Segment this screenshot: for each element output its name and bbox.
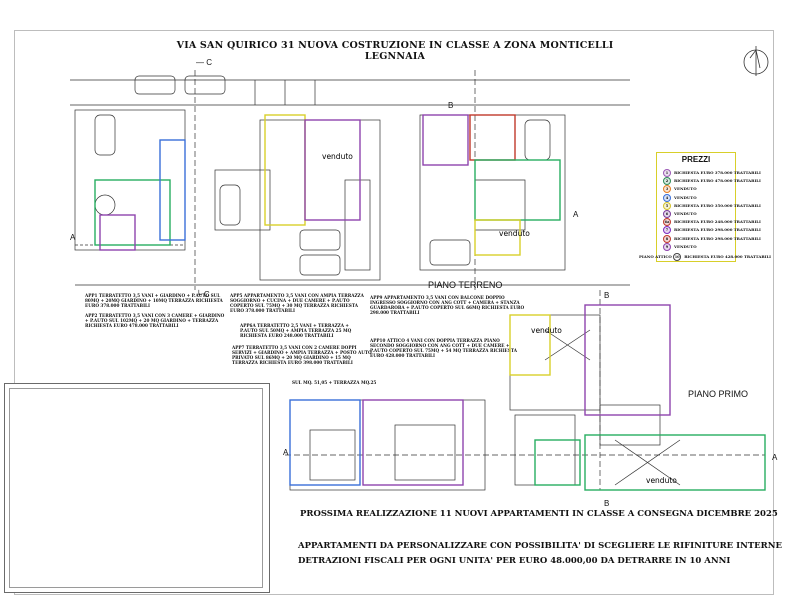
section-mark-c-bottom: └ C — [196, 290, 210, 299]
section-mark-a-right: A — [573, 210, 579, 219]
section-mark-b-first-top: B — [604, 291, 610, 300]
price-row-number: 5 — [663, 201, 671, 210]
price-row-number: 4 — [663, 193, 671, 202]
price-row-text: RICHIESTA EURO 478.000 TRATTABILI — [674, 178, 761, 184]
apartment-desc-app2: APP2 TERRATETTO 3,5 VANI CON 3 CAMERE + … — [85, 313, 225, 328]
price-row-text: RICHIESTA EURO 248.000 TRATTABILI — [674, 219, 761, 225]
prices-title: PREZZI — [681, 155, 711, 164]
section-mark-a-first-right: A — [772, 453, 778, 462]
apartment-desc-app6a: APP6a TERRATETTO 2,5 VANI + TERRAZZA + P… — [240, 323, 352, 338]
sold-label-2: venduto — [499, 229, 530, 238]
price-row-text: VENDUTO — [674, 211, 697, 216]
north-arrow-icon — [743, 46, 769, 76]
attico-label: PIANO ATTICO — [639, 254, 674, 259]
page-title: VIA SAN QUIRICO 31 NUOVA COSTRUZIONE IN … — [176, 40, 614, 62]
price-row-text: VENDUTO — [674, 194, 697, 200]
ground-floor-label: PIANO TERRENO — [428, 280, 503, 290]
blank-panel-inner — [9, 388, 263, 588]
price-row-text: RICHIESTA EURO 298.000 TRATTABILI — [674, 235, 761, 241]
apartment-desc-app10: APP10 ATTICO 4 VANI CON DOPPIA TERRAZZA … — [370, 338, 517, 358]
price-row-number: 9 — [663, 242, 671, 251]
section-mark-a-left: A — [70, 233, 76, 242]
blank-panel — [4, 383, 270, 593]
ground-floor-plan — [70, 70, 630, 290]
price-row-number: 6 — [663, 210, 671, 218]
apartment-desc-app9: APP9 APPARTAMENTO 3,5 VANI CON BALCONE D… — [370, 295, 525, 315]
section-mark-a-first-left: A — [283, 448, 289, 457]
price-row-number: 8 — [663, 234, 671, 243]
price-row-number: 7 — [663, 226, 671, 235]
next-project-line: PROSSIMA REALIZZAZIONE 11 NUOVI APPARTAM… — [300, 509, 778, 519]
price-row-text: RICHIESTA EURO 378.000 TRATTABILI — [674, 170, 761, 175]
price-row-number: 3 — [663, 185, 671, 194]
apartment-desc-app7: APP7 TERRATETTO 3,5 VANI CON 2 CAMERE DO… — [232, 345, 372, 365]
first-floor-area: SUL MQ. 51,05 + TERRAZZA MQ.25 — [292, 380, 377, 385]
customization-line: APPARTAMENTI DA PERSONALIZZARE CON POSSI… — [298, 541, 782, 551]
first-floor-label: PIANO PRIMO — [688, 389, 749, 399]
apartment-desc-app1: APP1 TERRATETTO 3,5 VANI + GIARDINO + P.… — [85, 293, 223, 308]
tax-deduction-line: DETRAZIONI FISCALI PER OGNI UNITA' PER E… — [298, 556, 731, 566]
price-row-number: 6a — [663, 218, 671, 227]
price-row-number: 2 — [663, 177, 671, 186]
price-row-text: VENDUTO — [674, 243, 697, 249]
attico-number: 10 — [673, 253, 682, 261]
price-row-text: RICHIESTA EURO 350.000 TRATTABILI — [674, 202, 761, 208]
price-row-text: RICHIESTA EURO 298.000 TRATTABILI — [674, 227, 761, 233]
price-row-text: VENDUTO — [674, 186, 697, 192]
apartment-desc-app5: APP5 APPARTAMENTO 3,5 VANI CON AMPIA TER… — [230, 293, 364, 313]
price-row-number: 1 — [663, 169, 671, 177]
sold-label-4: venduto — [646, 476, 677, 485]
section-mark-b-first-bottom: B — [604, 499, 610, 508]
sold-label-3: venduto — [531, 326, 562, 335]
section-mark-c-top: — C — [196, 58, 213, 67]
section-mark-b-top: B — [448, 101, 454, 110]
attico-text: RICHIESTA EURO 428.000 TRATTABILI — [684, 254, 772, 259]
drawing-frame — [14, 30, 774, 595]
sold-label-1: venduto — [322, 152, 353, 161]
first-floor-plan — [285, 290, 766, 491]
